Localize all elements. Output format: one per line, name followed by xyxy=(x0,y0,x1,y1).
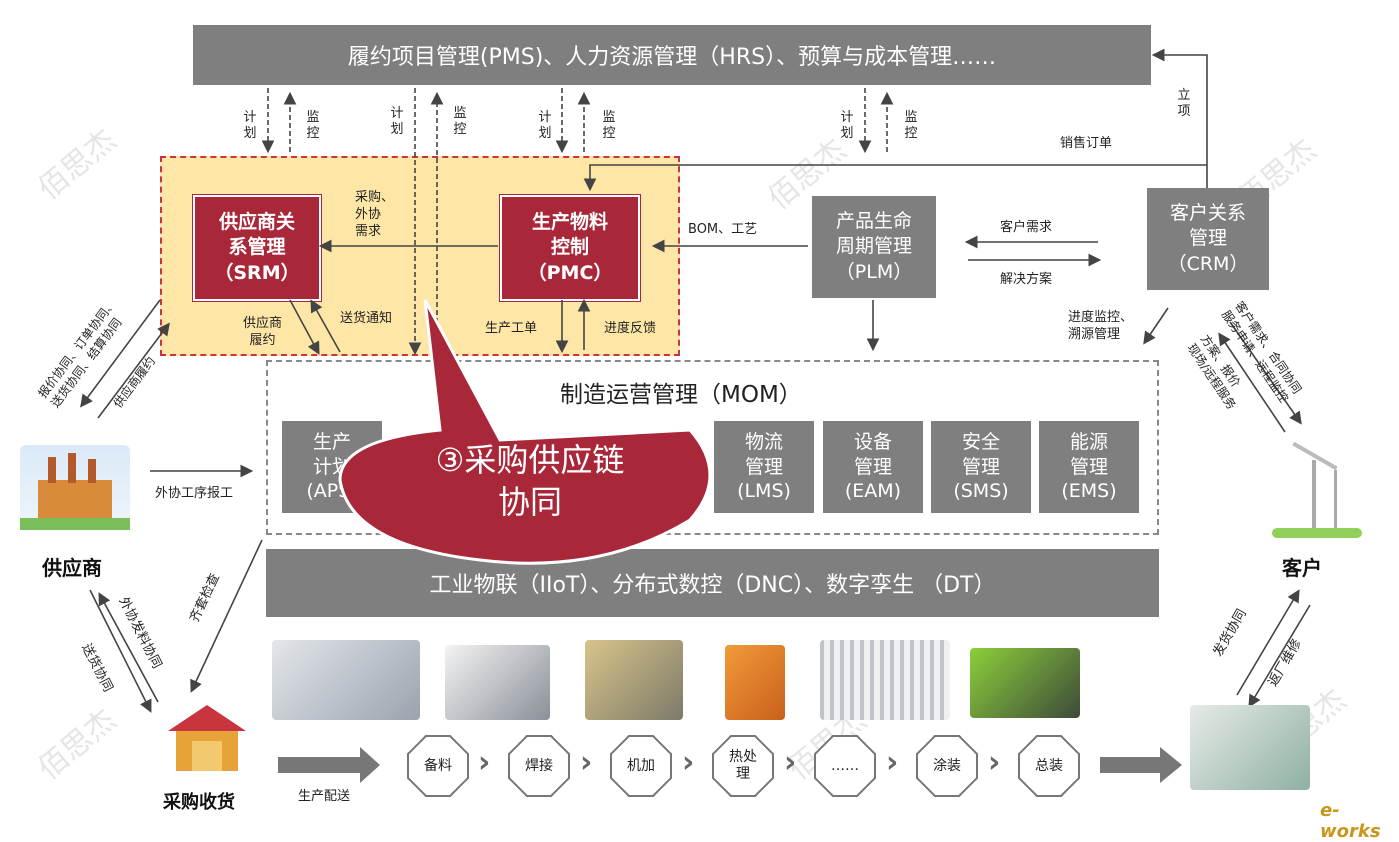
forklift-image xyxy=(970,648,1080,718)
label-monitor: 监控 xyxy=(904,110,918,142)
label-progress-feedback: 进度反馈 xyxy=(604,321,657,336)
machining-center-image xyxy=(445,645,550,720)
callout-text: ③采购供应链 协同 xyxy=(435,441,625,521)
label-plan: 计划 xyxy=(538,110,552,142)
label-sales-order: 销售订单 xyxy=(1060,136,1113,151)
warehouse-icon xyxy=(168,705,246,775)
mom-module-eam: 设备 管理 (EAM) xyxy=(823,421,923,513)
chevron-right-icon: › xyxy=(478,745,491,780)
factory-icon xyxy=(20,445,130,530)
storage-rack-image xyxy=(820,640,950,720)
mom-module-sms: 安全 管理 (SMS) xyxy=(931,421,1031,513)
label-plan: 计划 xyxy=(390,106,404,138)
robot-arm-image xyxy=(725,645,785,720)
process-step: 涂装 xyxy=(916,735,978,797)
chevron-right-icon: › xyxy=(886,745,899,780)
chevron-right-icon: › xyxy=(580,745,593,780)
chevron-right-icon: › xyxy=(784,745,797,780)
chevron-right-icon: › xyxy=(988,745,1001,780)
wind-turbine-icon xyxy=(1272,440,1362,540)
label-plan: 计划 xyxy=(243,110,257,142)
process-step: …… xyxy=(814,735,876,797)
welding-station-image xyxy=(585,640,683,720)
eworks-logo: e-works xyxy=(1320,800,1381,842)
label-monitor: 监控 xyxy=(306,110,320,142)
mom-container xyxy=(266,360,1159,535)
customer-label: 客户 xyxy=(1282,556,1322,580)
label-monitor: 监控 xyxy=(602,110,616,142)
label-progress-monitor: 进度监控、 溯源管理 xyxy=(1068,310,1134,342)
mom-title: 制造运营管理（MOM） xyxy=(560,382,802,408)
chevron-right-icon: › xyxy=(682,745,695,780)
plm-box: 产品生命 周期管理 （PLM） xyxy=(812,196,936,298)
cnc-router-image xyxy=(272,640,420,720)
process-step: 备料 xyxy=(407,735,469,797)
label-purchase-req: 采购、 外协 需求 xyxy=(355,190,395,239)
mom-module-ems: 能源 管理 (EMS) xyxy=(1039,421,1139,513)
crm-box: 客户关系 管理 （CRM） xyxy=(1147,188,1269,290)
label-delivery-notice: 送货通知 xyxy=(340,311,393,326)
label-plan: 计划 xyxy=(840,110,854,142)
mom-module-lms: 物流 管理 (LMS) xyxy=(714,421,814,513)
machine-product-image xyxy=(1190,705,1310,790)
label-bom: BOM、工艺 xyxy=(688,222,758,237)
label-outsource-report: 外协工序报工 xyxy=(155,486,234,501)
supplier-label: 供应商 xyxy=(42,556,102,580)
process-step: 机加 xyxy=(610,735,672,797)
process-step: 焊接 xyxy=(508,735,570,797)
iiot-bar: 工业物联（IIoT）、分布式数控（DNC）、数字孪生 （DT） xyxy=(266,549,1159,617)
label-customer-demand: 客户需求 xyxy=(1000,220,1053,235)
purchase-receive-label: 采购收货 xyxy=(163,792,235,813)
top-systems-bar: 履约项目管理(PMS)、人力资源管理（HRS）、预算与成本管理…… xyxy=(193,25,1151,85)
label-project: 立项 xyxy=(1177,88,1191,120)
process-step: 热处 理 xyxy=(712,735,774,797)
label-work-order: 生产工单 xyxy=(485,321,538,336)
label-monitor: 监控 xyxy=(453,106,467,138)
label-prod-delivery: 生产配送 xyxy=(298,789,351,804)
label-supplier-perform: 供应商 履约 xyxy=(243,316,283,348)
process-step: 总装 xyxy=(1018,735,1080,797)
label-solution: 解决方案 xyxy=(1000,272,1053,287)
pmc-box: 生产物料 控制 （PMC） xyxy=(500,195,640,301)
